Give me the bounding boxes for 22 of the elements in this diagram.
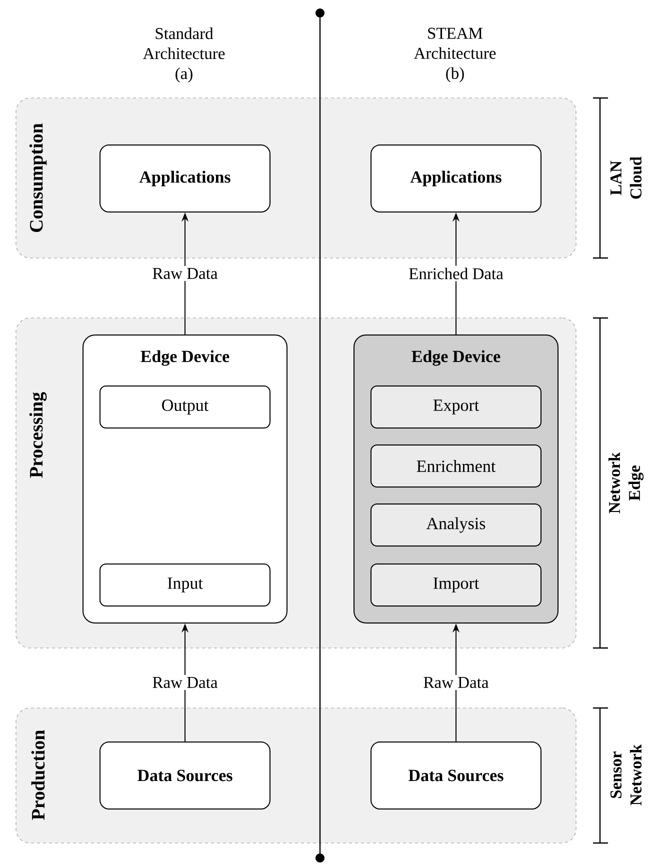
tier-label: Sensor Network bbox=[610, 744, 642, 806]
edge-label: Raw Data bbox=[150, 675, 220, 690]
stage-box: Output bbox=[100, 386, 270, 428]
edge-label: Raw Data bbox=[421, 675, 491, 690]
stage-box: Analysis bbox=[370, 504, 542, 546]
stage-box: Export bbox=[370, 386, 542, 428]
process-box: Applications bbox=[370, 144, 542, 212]
stage-box: Enrichment bbox=[370, 444, 542, 488]
layer-heading: Production bbox=[31, 730, 45, 820]
stage-box: Input bbox=[100, 564, 270, 606]
column-heading: STEAM Architecture (b) bbox=[414, 28, 496, 82]
layer-heading: Consumption bbox=[29, 123, 47, 232]
layer-heading: Processing bbox=[29, 392, 47, 478]
tier-label: LAN Cloud bbox=[610, 156, 642, 199]
process-box: Data Sources bbox=[100, 742, 270, 810]
edge-label: Raw Data bbox=[150, 266, 220, 281]
process-box: Data Sources bbox=[370, 742, 542, 810]
edge-label: Enriched Data bbox=[406, 266, 506, 282]
process-box: Applications bbox=[100, 144, 270, 212]
stage-box: Import bbox=[370, 564, 542, 606]
tier-label: Network Edge bbox=[608, 452, 644, 514]
column-heading: Standard Architecture (a) bbox=[142, 28, 225, 82]
